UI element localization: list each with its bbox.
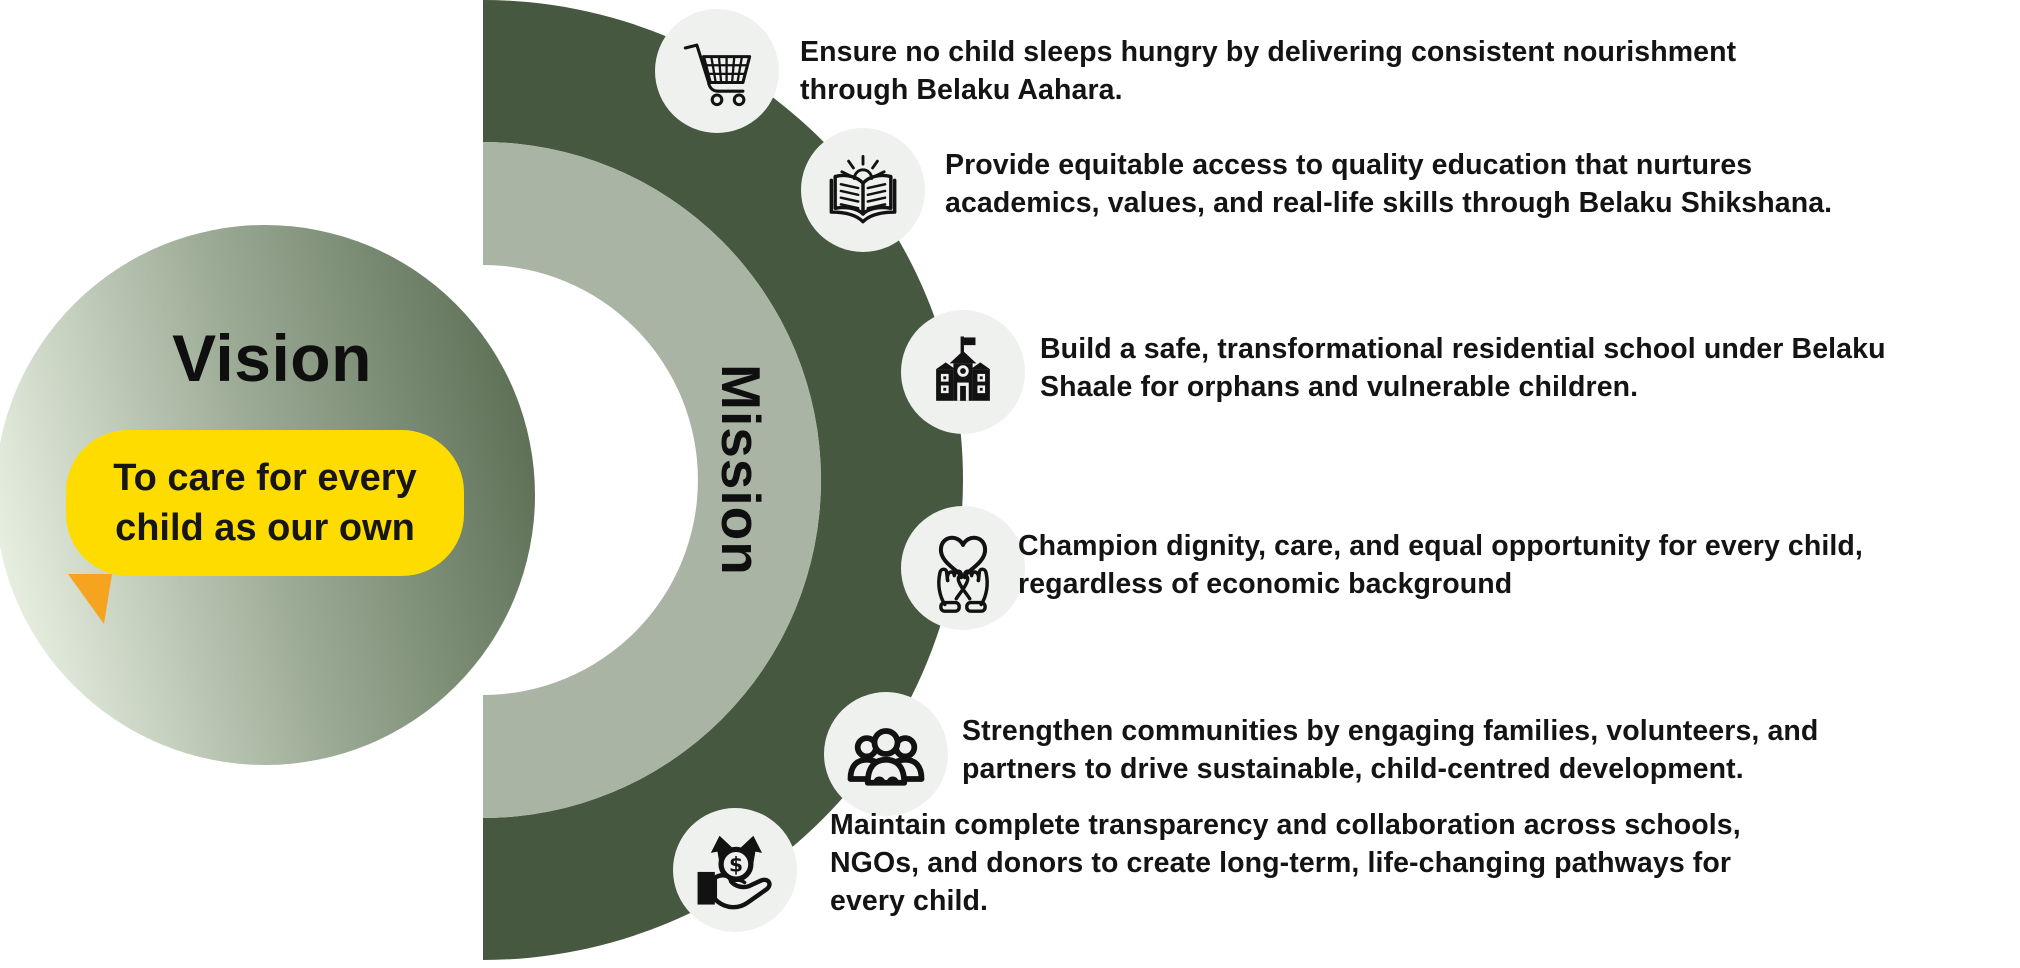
mission-item-5-icon-circle: [824, 692, 948, 816]
mission-item-2-text: Provide equitable access to quality educ…: [945, 149, 1833, 219]
mission-item-5-text: Strengthen communities by engaging famil…: [962, 715, 1819, 785]
mission-item-4-text: Champion dignity, care, and equal opport…: [1018, 530, 1863, 600]
mission-item-4-icon-circle: [901, 506, 1025, 630]
heart-in-hands-icon: [937, 535, 989, 613]
mission-item-2-icon-circle: [801, 128, 925, 252]
svg-text:$: $: [729, 852, 743, 876]
shopping-cart-icon: [683, 43, 752, 107]
mission-label: Mission: [710, 364, 772, 576]
mission-item-6-icon-circle: $: [673, 808, 797, 932]
bubble-tail: [68, 574, 112, 624]
mission-inner-ring: [483, 142, 821, 818]
people-group-icon: [847, 728, 925, 786]
mission-item-1-text: Ensure no child sleeps hungry by deliver…: [800, 36, 1737, 106]
mission-item-3-icon-circle: [901, 310, 1025, 434]
vision-bubble: To care for every child as our own: [66, 430, 464, 576]
school-building-icon: [936, 336, 990, 401]
open-book-sun-icon: [829, 154, 897, 224]
mission-item-3-text: Build a safe, transformational residenti…: [1040, 333, 1886, 403]
hand-money-growth-icon: $: [697, 835, 772, 910]
mission-item-6-text: Maintain complete transparency and colla…: [830, 809, 1741, 917]
mission-item-1-icon-circle: [655, 9, 779, 133]
vision-title: Vision: [172, 321, 372, 395]
